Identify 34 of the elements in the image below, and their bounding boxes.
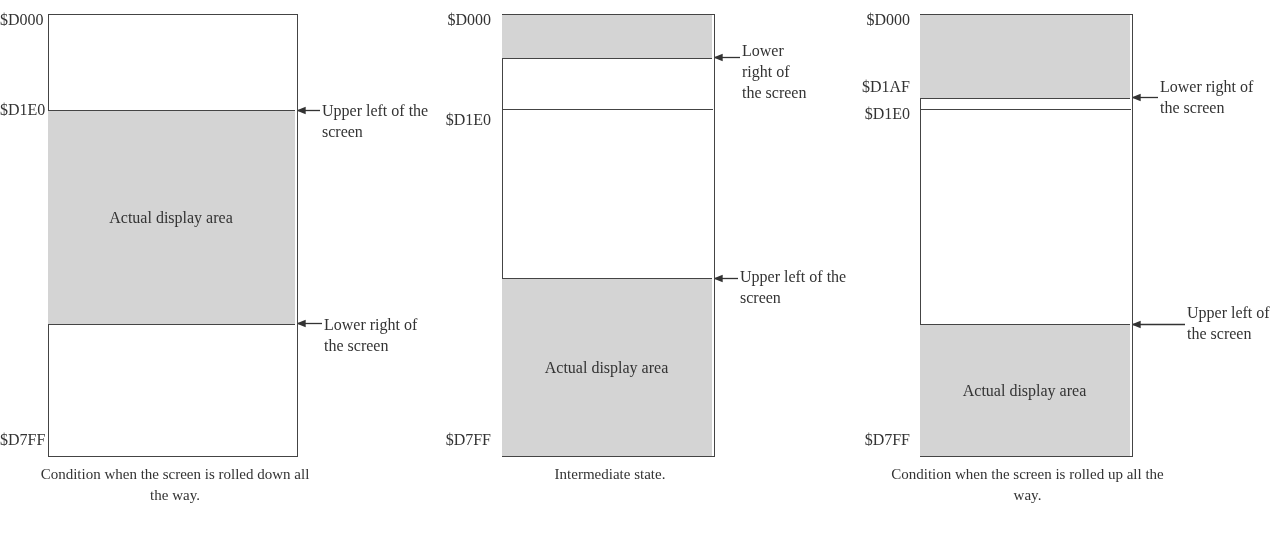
address-label: $D7FF [444,431,491,449]
leader-arrow [296,319,323,328]
area-label: Actual display area [962,380,1087,401]
annotation-text: Upper left of the screen [740,266,850,308]
memory-map-box [502,14,715,457]
figure-caption: Condition when the screen is rolled down all the way. [40,465,310,505]
address-label: $D1AF [861,78,910,96]
annotation-text: Upper left of the screen [322,100,432,142]
address-label: $D000 [0,11,42,29]
leader-arrow [296,106,321,115]
area-label: Actual display area [544,357,669,378]
memory-map-box [48,14,298,457]
address-label: $D1E0 [863,105,910,123]
annotation-text: Lower right of the screen [324,314,434,356]
figure-caption: Condition when the screen is rolled up all the way. [890,465,1165,505]
address-label: $D000 [446,11,491,29]
leader-arrow [713,274,739,283]
address-label: $D1E0 [444,111,491,129]
figure-caption: Intermediate state. [553,465,667,484]
annotation-text: Lower right of the screen [1160,76,1270,118]
shaded-band [919,13,1130,99]
display-area-band [47,109,295,325]
annotation-text: Lower right of the screen [742,40,812,103]
memory-map-box [920,14,1133,457]
shaded-band [501,13,712,59]
leader-arrow [713,53,741,62]
annotation-text: Upper left of the screen [1187,302,1287,344]
leader-arrow [1131,320,1186,329]
display-area-band [501,277,712,457]
display-area-band [919,323,1130,457]
area-label: Actual display area [109,207,233,228]
leader-arrow [1131,93,1159,102]
address-label: $D7FF [863,431,910,449]
address-label: $D000 [865,11,910,29]
